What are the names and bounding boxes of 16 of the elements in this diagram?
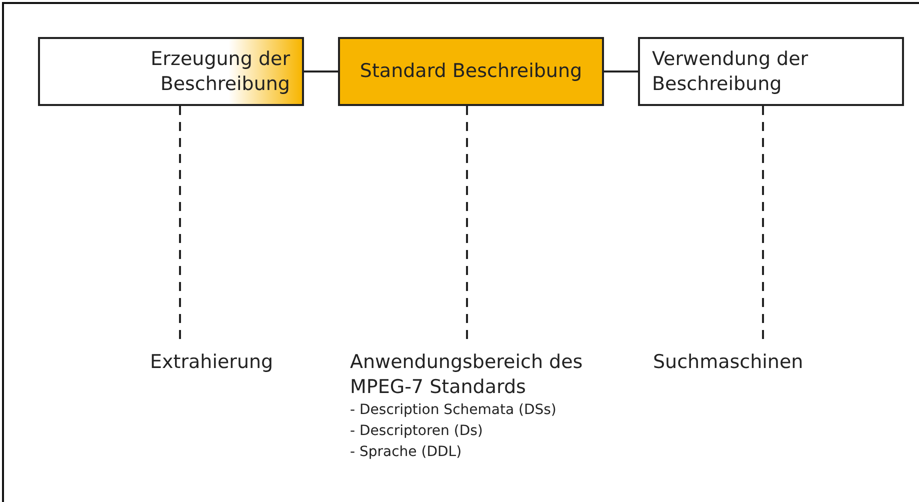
description-text: Extrahierung <box>150 350 274 375</box>
connector-line <box>304 70 338 72</box>
description-text: Suchmaschinen <box>653 350 804 375</box>
dashed-connector <box>179 106 181 342</box>
process-box <box>38 37 304 106</box>
list-item: - Descriptoren (Ds) <box>350 422 484 441</box>
list-item: - Description Schemata (DSs) <box>350 401 558 420</box>
description-text: Anwendungsbereich des MPEG-7 Standards <box>350 350 584 400</box>
process-box <box>638 37 904 106</box>
dashed-connector <box>466 106 468 342</box>
list-item: - Sprache (DDL) <box>350 443 463 462</box>
process-box <box>338 37 604 106</box>
box-label: Verwendung der Beschreibung <box>652 46 810 96</box>
connector-line <box>604 70 638 72</box>
box-label: Standard Beschreibung <box>358 59 584 84</box>
dashed-connector <box>762 106 764 342</box>
